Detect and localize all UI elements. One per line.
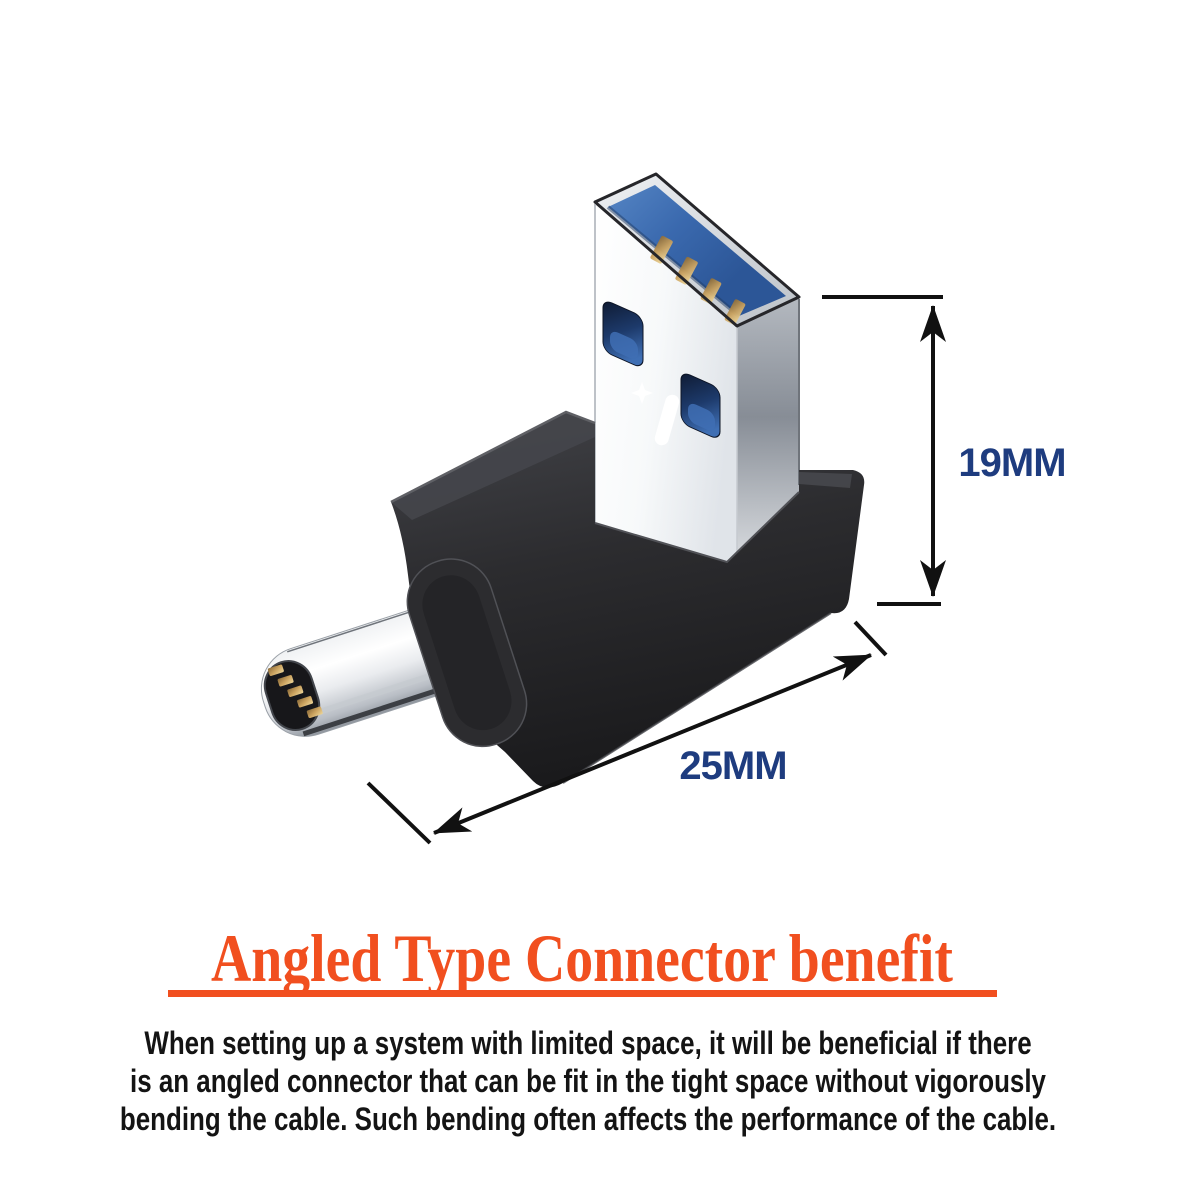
usb-a-window-2 (680, 373, 721, 438)
usb-a-rim-outline (593, 172, 801, 328)
description-line-2: is an angled connector that can be fit i… (130, 1063, 1046, 1099)
body-far-edge-highlight (390, 410, 596, 504)
usb-c-pins (267, 664, 323, 719)
dimension-25mm (366, 620, 888, 845)
usb-a-blue-insert (608, 185, 786, 316)
dim-25-left-tick (366, 781, 432, 845)
dimension-19mm (822, 295, 946, 606)
usb-a-connector (593, 172, 801, 640)
page-title: Angled Type Connector benefit (211, 920, 953, 996)
body-wedge-edge (594, 491, 800, 564)
title-underline (168, 990, 997, 997)
dimension-label-25mm: 25MM (679, 744, 786, 788)
description-line-3: bending the cable. Such bending often af… (119, 1101, 1057, 1137)
dimension-label-19mm: 19MM (958, 441, 1065, 485)
usb-a-insert-shadow (606, 205, 741, 318)
dim-25-right-tick (853, 620, 888, 657)
usb-a-window-1 (602, 301, 644, 367)
body-right-ledge (799, 472, 852, 488)
usb-a-highlight-pill (654, 394, 680, 446)
usb-a-sparkle (631, 382, 653, 404)
dim-25-arrow-line (433, 653, 872, 835)
description-line-1: When setting up a system with limited sp… (144, 1025, 1032, 1061)
description-paragraph: When setting up a system with limited sp… (102, 1024, 1074, 1138)
body-top-face (391, 412, 595, 520)
